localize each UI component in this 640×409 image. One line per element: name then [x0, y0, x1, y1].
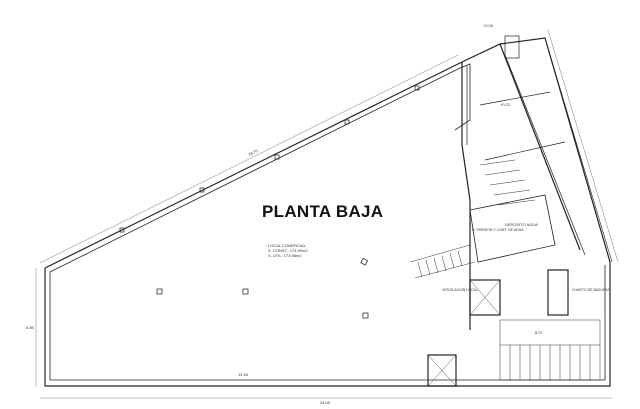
dimension-right-inner: 8.07	[535, 330, 543, 335]
level-mark: +0,22	[500, 102, 511, 107]
water-tank-label: DEPOSITO AGUA	[505, 222, 538, 227]
built-area: S. CONST.: 174,90m2	[268, 248, 308, 253]
outer-wall	[44, 37, 611, 387]
local-name: LOCAL COMERCIAL	[268, 243, 306, 248]
stairs-bottom	[499, 319, 601, 381]
garbage-room-label: CUARTO DE BASURAS	[572, 288, 611, 292]
stairs-diagonal	[409, 159, 536, 279]
local-label: LOCAL COMERCIAL S. CONST.: 174,90m2 S. Ú…	[268, 243, 308, 258]
plan-title: PLANTA BAJA	[262, 202, 384, 221]
dimension-bottom-total: 24.00	[320, 400, 331, 405]
dimension-lines	[35, 29, 619, 399]
inner-wall	[49, 63, 471, 273]
level-mark: +0,00	[483, 23, 494, 28]
ventilation-label: VENTILACION LOCAL	[442, 288, 478, 292]
pressure-group-label: G. PRESION Y CONT. DE AGUA	[472, 228, 524, 232]
useful-area: S. ÚTIL: 173,98m2	[268, 253, 302, 258]
dimension-bottom-left: 14.55	[238, 372, 249, 377]
dimension-left-height: 6.85	[26, 325, 34, 330]
columns	[119, 85, 420, 319]
